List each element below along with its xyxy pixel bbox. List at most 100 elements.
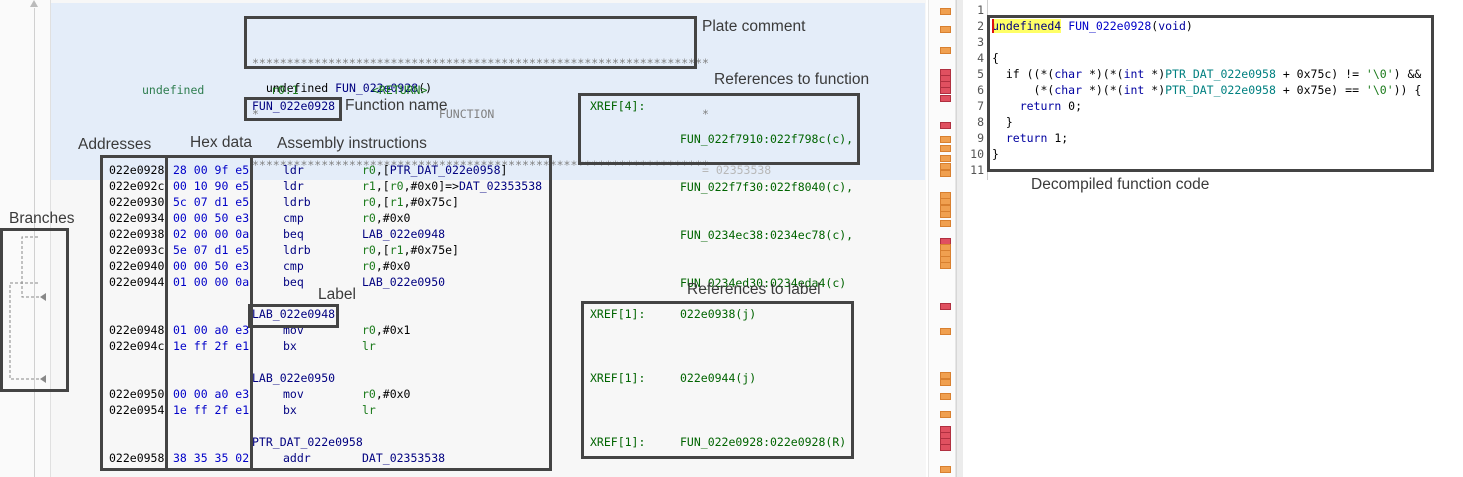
instruction-hex[interactable]: 00 00 a0 e3	[173, 387, 250, 401]
instruction-address[interactable]: 022e0938	[109, 227, 165, 241]
instruction-operands[interactable]: r0,#0x0	[362, 259, 410, 273]
operand-register[interactable]: lr	[362, 339, 376, 353]
operand-label[interactable]: DAT_02353538	[458, 179, 543, 193]
operand-register[interactable]: r1	[389, 243, 404, 257]
code-token-str[interactable]: '\0'	[1365, 67, 1394, 81]
instruction-hex[interactable]: 5c 07 d1 e5	[173, 195, 250, 209]
code-label[interactable]: LAB_022e0948	[252, 307, 336, 321]
overview-marker[interactable]	[940, 379, 951, 386]
instruction-address[interactable]: 022e0958	[109, 451, 165, 465]
instruction-mnemonic[interactable]: bx	[283, 403, 297, 417]
instruction-hex[interactable]: 00 00 50 e3	[173, 259, 250, 273]
overview-marker[interactable]	[940, 411, 951, 418]
operand-register[interactable]: r1	[362, 179, 376, 193]
instruction-address[interactable]: 022e0954	[109, 403, 165, 417]
instruction-operands[interactable]: LAB_022e0948	[362, 227, 445, 241]
instruction-address[interactable]: 022e0934	[109, 211, 165, 225]
overview-marker[interactable]	[940, 8, 951, 15]
code-token-var[interactable]: PTR_DAT_022e0958	[1165, 83, 1276, 97]
code-line[interactable]: if ((*(char *)(*(int *)PTR_DAT_022e0958 …	[992, 67, 1421, 81]
instruction-address[interactable]: 022e092c	[109, 179, 165, 193]
label-xref-entry[interactable]: FUN_022e0928:022e0928(R)	[680, 435, 847, 449]
operand-register[interactable]: r0	[362, 211, 376, 225]
instruction-hex[interactable]: 28 00 9f e5	[173, 163, 250, 177]
operand-register[interactable]: r0	[362, 195, 376, 209]
overview-marker[interactable]	[940, 211, 951, 218]
function-name-label[interactable]: FUN_022e0928	[252, 99, 336, 113]
instruction-operands[interactable]: DAT_02353538	[362, 451, 445, 465]
instruction-operands[interactable]: lr	[362, 339, 376, 353]
instruction-operands[interactable]: LAB_022e0950	[362, 275, 445, 289]
overview-marker[interactable]	[940, 47, 951, 54]
instruction-mnemonic[interactable]: ldr	[283, 179, 304, 193]
overview-marker[interactable]	[940, 220, 951, 227]
instruction-hex[interactable]: 02 00 00 0a	[173, 227, 250, 241]
code-line[interactable]: (*(char *)(*(int *)PTR_DAT_022e0958 + 0x…	[992, 83, 1422, 97]
instruction-address[interactable]: 022e0928	[109, 163, 165, 177]
overview-marker[interactable]	[940, 26, 951, 33]
instruction-mnemonic[interactable]: mov	[283, 387, 304, 401]
xref-entry[interactable]: FUN_022f7910:022f798c(c),	[680, 132, 854, 146]
code-line[interactable]: return 0;	[992, 99, 1082, 113]
instruction-hex[interactable]: 5e 07 d1 e5	[173, 243, 250, 257]
xref-entry[interactable]: FUN_0234ed30:0234eda4(c)	[680, 276, 847, 290]
label-xref-entry[interactable]: 022e0944(j)	[680, 371, 757, 385]
operand-label[interactable]: DAT_02353538	[362, 451, 446, 465]
code-token-var[interactable]: PTR_DAT_022e0958	[1165, 67, 1276, 81]
overview-marker[interactable]	[940, 136, 951, 143]
operand-register[interactable]: r1	[389, 195, 404, 209]
code-line[interactable]: undefined4 FUN_022e0928(void)	[992, 19, 1193, 33]
code-token-kw[interactable]: char	[1054, 83, 1083, 97]
instruction-address[interactable]: 022e0944	[109, 275, 165, 289]
overview-marker[interactable]	[940, 198, 951, 205]
code-token-kw[interactable]: return	[1019, 99, 1062, 113]
code-line[interactable]: }	[992, 147, 999, 161]
overview-marker-reference[interactable]	[940, 303, 951, 310]
code-token-kw[interactable]: int	[1123, 67, 1145, 81]
overview-marker[interactable]	[940, 466, 951, 473]
instruction-hex[interactable]: 01 00 a0 e3	[173, 323, 250, 337]
xref-entry[interactable]: FUN_0234ec38:0234ec78(c),	[680, 228, 854, 242]
instruction-mnemonic[interactable]: ldrb	[283, 243, 311, 257]
instruction-hex[interactable]: 01 00 00 0a	[173, 275, 250, 289]
instruction-address[interactable]: 022e093c	[109, 243, 165, 257]
instruction-operands[interactable]: r0,#0x1	[362, 323, 410, 337]
code-token-kw[interactable]: void	[1158, 19, 1186, 33]
instruction-mnemonic[interactable]: beq	[283, 227, 304, 241]
instruction-operands[interactable]: lr	[362, 403, 376, 417]
decompiler-panel[interactable]	[963, 0, 1463, 477]
overview-marker[interactable]	[940, 372, 951, 379]
instruction-hex[interactable]: 38 35 35 02	[173, 451, 250, 465]
instruction-hex[interactable]: 00 00 50 e3	[173, 211, 250, 225]
code-token-str[interactable]: '\0'	[1365, 83, 1394, 97]
instruction-mnemonic[interactable]: beq	[283, 275, 304, 289]
code-line[interactable]: return 1;	[992, 131, 1068, 145]
overview-marker[interactable]	[940, 328, 951, 335]
operand-register[interactable]: r0	[362, 323, 376, 337]
instruction-mnemonic[interactable]: cmp	[283, 259, 304, 273]
instruction-address[interactable]: 022e0930	[109, 195, 165, 209]
code-token-fn[interactable]: FUN_022e0928	[1068, 19, 1152, 33]
operand-register[interactable]: r0	[362, 163, 376, 177]
overview-marker[interactable]	[940, 145, 951, 152]
instruction-address[interactable]: 022e0948	[109, 323, 165, 337]
operand-label[interactable]: LAB_022e0948	[362, 227, 446, 241]
overview-marker[interactable]	[940, 163, 951, 170]
instruction-mnemonic[interactable]: cmp	[283, 211, 304, 225]
operand-register[interactable]: r0	[362, 387, 376, 401]
overview-marker[interactable]	[940, 393, 951, 400]
code-token-kw[interactable]: return	[1005, 131, 1048, 145]
operand-label[interactable]: LAB_022e0950	[362, 275, 446, 289]
overview-marker-reference[interactable]	[940, 122, 951, 129]
instruction-operands[interactable]: r1,[r0,#0x0]=>DAT_02353538	[362, 179, 542, 193]
instruction-mnemonic[interactable]: addr	[283, 451, 311, 465]
code-token-kw[interactable]: char	[1054, 67, 1083, 81]
code-line[interactable]: {	[992, 51, 999, 65]
overview-marker-reference[interactable]	[940, 444, 951, 451]
overview-marker[interactable]	[940, 170, 951, 177]
instruction-operands[interactable]: r0,#0x0	[362, 387, 410, 401]
instruction-operands[interactable]: r0,#0x0	[362, 211, 410, 225]
instruction-hex[interactable]: 1e ff 2f e1	[173, 339, 250, 353]
instruction-hex[interactable]: 00 10 90 e5	[173, 179, 250, 193]
instruction-hex[interactable]: 1e ff 2f e1	[173, 403, 250, 417]
